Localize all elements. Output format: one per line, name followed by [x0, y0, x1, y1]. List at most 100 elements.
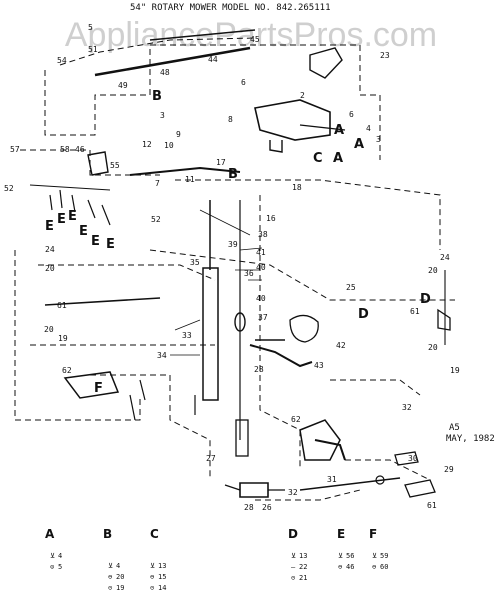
- legend-e-item-2: 46: [346, 563, 354, 571]
- callout-39: 39: [228, 240, 238, 249]
- letter-f-1: F: [94, 381, 103, 396]
- callout-8: 8: [228, 115, 233, 124]
- legend-d-marker-2: —: [291, 563, 296, 571]
- legend-d-item-3: 21: [299, 574, 307, 582]
- legend-b-item-1: 4: [116, 562, 120, 570]
- revision-date: MAY, 1982: [446, 434, 495, 444]
- callout-29: 29: [444, 465, 454, 474]
- callout-45: 45: [250, 35, 260, 44]
- callout-35: 35: [190, 258, 200, 267]
- legend-letter-a: A: [45, 527, 55, 541]
- legend-b-item-3: 19: [116, 584, 124, 592]
- frame-outline: [14, 37, 455, 501]
- letter-c-1: C: [313, 151, 323, 166]
- letter-e-6: E: [106, 237, 115, 252]
- callout-40a: 40: [256, 263, 266, 272]
- callout-33: 33: [182, 331, 192, 340]
- callout-11: 11: [185, 175, 195, 184]
- legend-letter-f: F: [369, 527, 377, 541]
- callout-37: 37: [258, 313, 268, 322]
- callout-42: 42: [336, 341, 346, 350]
- callout-32a: 32: [402, 403, 412, 412]
- callout-58: 58: [60, 145, 70, 154]
- callout-17: 17: [216, 158, 226, 167]
- callout-51: 51: [88, 45, 98, 54]
- callout-57: 57: [10, 145, 20, 154]
- legend-e-marker-2: ⊖: [338, 563, 342, 571]
- callout-54: 54: [57, 56, 67, 65]
- legend-c-item-2: 15: [158, 573, 166, 581]
- callout-41: 41: [256, 248, 266, 257]
- legend-c-marker-3: ⊝: [150, 584, 154, 592]
- callout-18: 18: [292, 183, 302, 192]
- callout-19b: 19: [450, 366, 460, 375]
- letter-b-1: B: [152, 89, 162, 104]
- callout-28b: 28: [244, 503, 254, 512]
- letter-e-3: E: [68, 209, 77, 224]
- legend-f-item-2: 60: [380, 563, 388, 571]
- legend-d-item-2: 22: [299, 563, 307, 571]
- callout-46: 46: [75, 145, 85, 154]
- callout-49: 49: [118, 81, 128, 90]
- callout-40b: 40: [256, 294, 266, 303]
- callout-28a: 28: [254, 365, 264, 374]
- legend-a-item-1: 4: [58, 552, 62, 560]
- callout-61b: 61: [410, 307, 420, 316]
- callout-3b: 3: [376, 135, 381, 144]
- legend-e-item-1: 56: [346, 552, 354, 560]
- callout-43: 43: [314, 361, 324, 370]
- revision-code: A5: [449, 423, 460, 433]
- letter-e-4: E: [79, 224, 88, 239]
- legend-c-marker-1: ⊻: [150, 562, 155, 570]
- callout-62a: 62: [62, 366, 72, 375]
- legend-a-marker-1: ⊻: [50, 552, 55, 560]
- callout-55: 55: [110, 161, 120, 170]
- callout-26: 26: [262, 503, 272, 512]
- legend: A ⊻ 4 ⊙ 5 B ⊻ 4 ⊖ 20 ⊝ 19 C ⊻ 13 ⊖ 15 ⊝ …: [45, 527, 388, 592]
- callout-61a: 61: [57, 301, 67, 310]
- letter-e-5: E: [91, 234, 100, 249]
- letter-d-1: D: [420, 292, 431, 307]
- callout-7: 7: [155, 179, 160, 188]
- callout-61c: 61: [427, 501, 437, 510]
- legend-b-marker-1: ⊻: [108, 562, 113, 570]
- reference-letters: B B A A C A D D E E E E E E F: [45, 89, 431, 396]
- legend-e-marker-1: ⊻: [338, 552, 343, 560]
- callout-16: 16: [266, 214, 276, 223]
- letter-e-1: E: [45, 219, 54, 234]
- legend-b-marker-3: ⊝: [108, 584, 112, 592]
- legend-b-item-2: 20: [116, 573, 124, 581]
- callout-6b: 6: [349, 110, 354, 119]
- legend-d-marker-1: ⊻: [291, 552, 296, 560]
- letter-a-3: A: [333, 151, 343, 166]
- callout-24a: 24: [45, 245, 55, 254]
- watermark: AppliancePartsPros.com: [65, 16, 437, 54]
- legend-letter-b: B: [103, 527, 112, 541]
- callout-25: 25: [346, 283, 356, 292]
- letter-d-2: D: [358, 307, 369, 322]
- legend-d-item-1: 13: [299, 552, 307, 560]
- callout-52b: 52: [151, 215, 161, 224]
- callout-24b: 24: [440, 253, 450, 262]
- callout-32b: 32: [288, 488, 298, 497]
- callout-20a: 20: [45, 264, 55, 273]
- callout-52a: 52: [4, 184, 14, 193]
- legend-letter-d: D: [288, 527, 298, 541]
- letter-a-1: A: [334, 123, 344, 138]
- callout-44: 44: [208, 55, 218, 64]
- callout-20c: 20: [428, 266, 438, 275]
- part-shapes: [29, 29, 451, 498]
- callout-38: 38: [258, 230, 268, 239]
- callout-4: 4: [366, 124, 371, 133]
- callout-34: 34: [157, 351, 167, 360]
- callout-30: 30: [408, 454, 418, 463]
- legend-c-item-1: 13: [158, 562, 166, 570]
- callouts: 2 3 3 4 5 6 6 7 8 9 10 11 12 16 17 18 19…: [4, 23, 460, 512]
- legend-letter-c: C: [150, 527, 159, 541]
- legend-c-marker-2: ⊖: [150, 573, 154, 581]
- legend-f-marker-2: ⊖: [372, 563, 376, 571]
- diagram-title: 54" ROTARY MOWER MODEL NO. 842.265111: [130, 3, 330, 13]
- callout-62b: 62: [291, 415, 301, 424]
- callout-31: 31: [327, 475, 337, 484]
